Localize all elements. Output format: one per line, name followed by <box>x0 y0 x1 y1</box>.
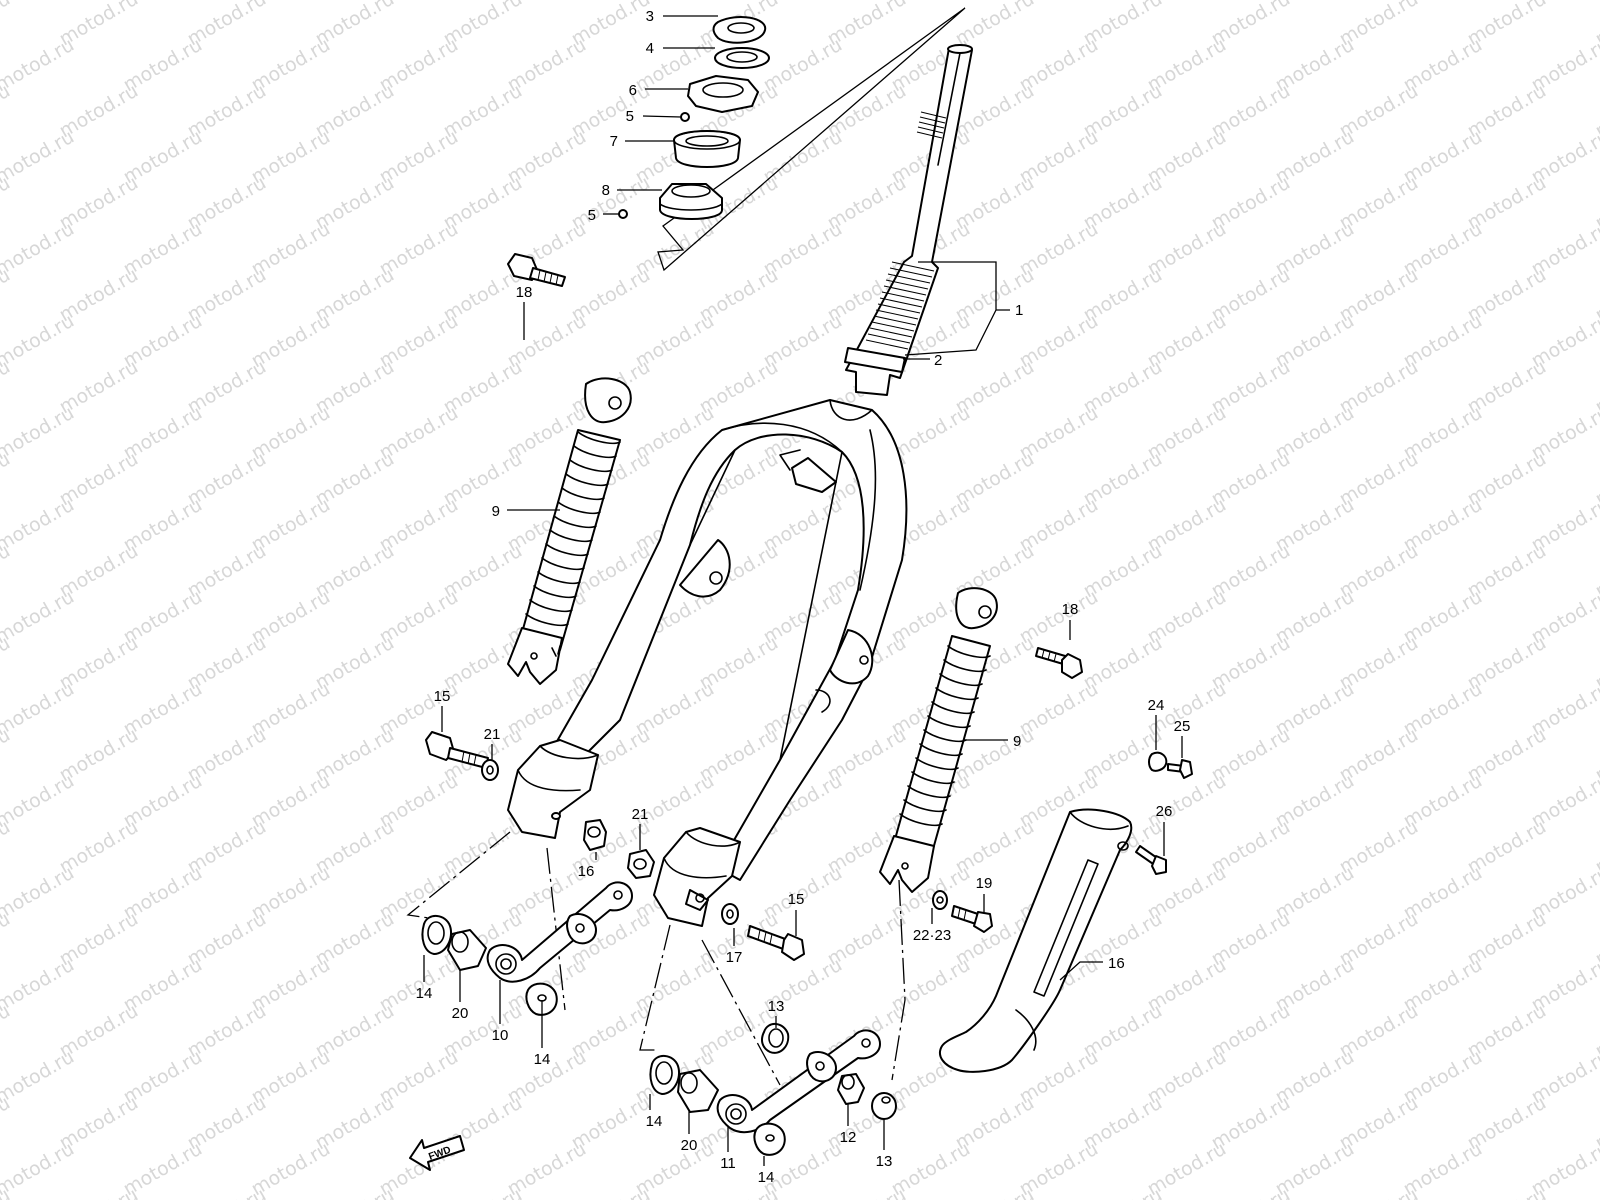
callout-16a: 15 <box>434 688 451 705</box>
left-bolt-16 <box>425 731 489 769</box>
right-collar-12 <box>837 1073 865 1105</box>
callout-17: 19 <box>976 875 993 892</box>
steering-stem-part <box>844 44 973 396</box>
steering-nut-part <box>687 75 759 113</box>
left-nut-21 <box>583 819 607 851</box>
left-washer-15 <box>481 759 499 781</box>
left-link-arm-10 <box>486 881 633 983</box>
right-nut-21 <box>627 849 655 879</box>
callout-12: 12 <box>840 1129 857 1146</box>
callout-19: 22·23 <box>913 927 951 944</box>
callout-10: 10 <box>492 1027 509 1044</box>
left-shock-bolt <box>507 253 566 287</box>
right-washer-14d <box>753 1122 786 1156</box>
screw-26 <box>1135 845 1167 875</box>
right-washer-19 <box>932 890 948 910</box>
right-bearing-13a <box>761 1023 790 1054</box>
screw-25 <box>1167 759 1193 779</box>
lock-nut-part <box>712 15 767 44</box>
right-bolt-16 <box>747 925 805 961</box>
callout-20a: 20 <box>452 1005 469 1022</box>
callout-13b: 13 <box>876 1153 893 1170</box>
upper-race-part <box>673 130 741 168</box>
callout-9a: 9 <box>492 503 500 520</box>
fork-frame-part <box>551 399 908 881</box>
callout-7: 7 <box>610 133 618 150</box>
fwd-arrow: FWD <box>409 1135 465 1171</box>
clip-24 <box>1148 751 1168 772</box>
callout-leaders <box>423 15 1183 1166</box>
right-spring-coils <box>899 645 991 827</box>
left-fork-bottom <box>507 739 599 839</box>
lower-thread <box>865 261 935 350</box>
right-shock-absorber <box>879 587 998 893</box>
callout-5a: 5 <box>626 108 634 125</box>
callout-9b: 9 <box>1013 733 1021 750</box>
right-fork-bottom <box>653 827 741 927</box>
callout-11: 11 <box>720 1155 736 1172</box>
left-shock-absorber <box>507 377 632 685</box>
left-bearing-14 <box>421 915 452 955</box>
callout-24: 24 <box>1148 697 1165 714</box>
guide-lines <box>406 7 966 1086</box>
callout-4: 4 <box>646 40 654 57</box>
callout-14d: 14 <box>758 1169 775 1186</box>
callout-3: 3 <box>646 8 654 25</box>
callout-20b: 20 <box>681 1137 698 1154</box>
callout-1: 1 <box>1015 302 1023 319</box>
right-washer-13b <box>871 1092 897 1120</box>
callout-2: 2 <box>934 352 942 369</box>
callout-8: 8 <box>602 182 610 199</box>
callout-14a: 14 <box>416 985 433 1002</box>
callout-numbers: 3 4 6 5 7 8 5 1 2 18 9 18 9 24 25 26 16 … <box>416 8 1191 1186</box>
right-washer-15 <box>721 903 739 925</box>
callout-26: 26 <box>1156 803 1173 820</box>
callout-18b: 18 <box>1062 601 1079 618</box>
callout-18a: 18 <box>516 284 533 301</box>
callout-21a: 21 <box>632 806 649 823</box>
callout-15a: 21 <box>484 726 501 743</box>
callout-14b: 14 <box>534 1051 551 1068</box>
left-collar-20 <box>447 929 487 971</box>
right-bolt-17 <box>951 905 993 933</box>
callout-5b: 5 <box>588 207 596 224</box>
callout-14c: 14 <box>646 1113 663 1130</box>
right-bearing-14c <box>649 1055 680 1095</box>
lock-washer-part <box>714 47 770 69</box>
lower-race-part <box>659 183 723 220</box>
callout-15b: 17 <box>726 949 743 966</box>
callout-25: 25 <box>1174 718 1191 735</box>
right-collar-20b <box>677 1069 719 1113</box>
right-link-arm-11 <box>716 1029 881 1134</box>
left-spring-coils <box>525 431 621 627</box>
callout-6: 6 <box>629 82 637 99</box>
upper-thread <box>916 111 947 139</box>
fork-cover-part <box>939 808 1133 1073</box>
callout-21b: 16 <box>578 863 595 880</box>
callout-16b: 15 <box>788 891 805 908</box>
right-shock-bolt <box>1035 647 1083 679</box>
callout-22-23: 16 <box>1108 955 1125 972</box>
callout-13a: 13 <box>768 998 785 1015</box>
